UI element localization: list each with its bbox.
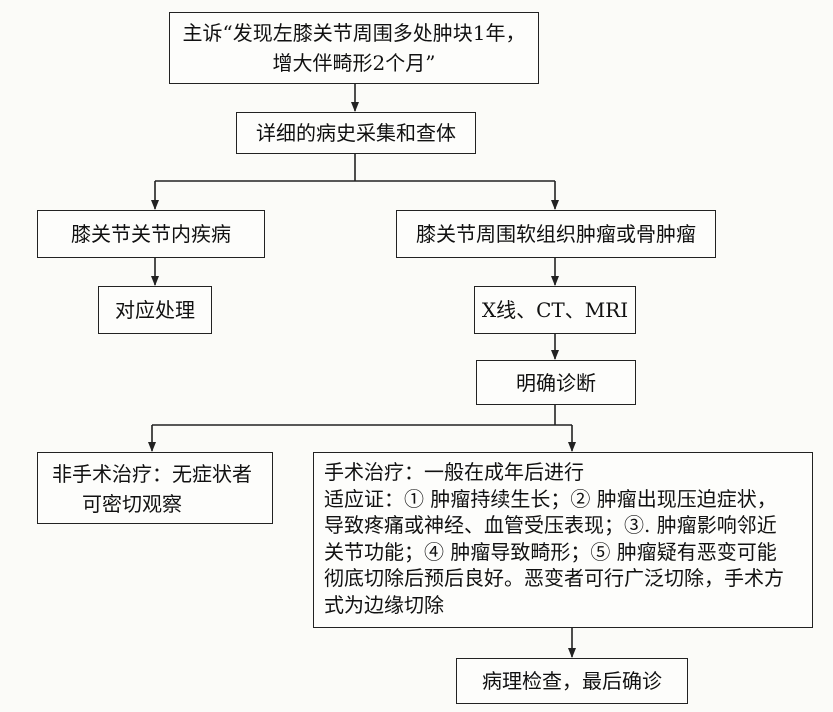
intra-articular-label: 膝关节关节内疾病	[71, 222, 231, 246]
surgical-line-5: 彻底切除后预后良好。恶变者可行广泛切除，手术方	[324, 566, 784, 590]
surgical-line-1: 手术治疗：一般在成年后进行	[324, 460, 584, 484]
intra-articular-box: 膝关节关节内疾病	[37, 210, 265, 258]
diagnosis-box: 明确诊断	[476, 360, 636, 405]
tumor-branch-label: 膝关节周围软组织肿瘤或骨肿瘤	[416, 222, 696, 246]
non-surgical-line1: 非手术治疗：无症状者	[52, 462, 252, 486]
non-surgical-line2: 可密切观察	[82, 492, 182, 516]
tumor-branch-box: 膝关节周围软组织肿瘤或骨肿瘤	[396, 210, 716, 258]
chief-complaint-box: 主诉“发现左膝关节周围多处肿块1年， 增大伴畸形2个月”	[169, 12, 539, 84]
imaging-label: X线、CT、MRI	[481, 298, 629, 322]
pathology-label: 病理检查，最后确诊	[482, 669, 662, 693]
corresponding-treatment-box: 对应处理	[98, 286, 212, 334]
chief-complaint-line2: 增大伴畸形2个月”	[272, 51, 436, 75]
chief-complaint-line1: 主诉“发现左膝关节周围多处肿块1年，	[182, 21, 526, 45]
surgical-line-2: 适应证：① 肿瘤持续生长；② 肿瘤出现压迫症状，	[324, 486, 777, 511]
diagnosis-label: 明确诊断	[516, 370, 596, 395]
history-exam-box: 详细的病史采集和查体	[236, 112, 476, 154]
surgical-box: 手术治疗：一般在成年后进行 适应证：① 肿瘤持续生长；② 肿瘤出现压迫症状， 导…	[313, 452, 813, 628]
non-surgical-box: 非手术治疗：无症状者 可密切观察	[37, 452, 273, 524]
surgical-line-3: 导致疼痛或神经、血管受压表现；③. 肿瘤影响邻近	[324, 513, 777, 537]
imaging-box: X线、CT、MRI	[474, 286, 636, 334]
history-exam-label: 详细的病史采集和查体	[256, 121, 456, 145]
pathology-box: 病理检查，最后确诊	[456, 658, 688, 704]
surgical-line-6: 式为边缘切除	[324, 592, 444, 617]
corresponding-treatment-label: 对应处理	[115, 298, 195, 322]
surgical-line-4: 关节功能；④ 肿瘤导致畸形；⑤ 肿瘤疑有恶变可能	[324, 539, 777, 564]
